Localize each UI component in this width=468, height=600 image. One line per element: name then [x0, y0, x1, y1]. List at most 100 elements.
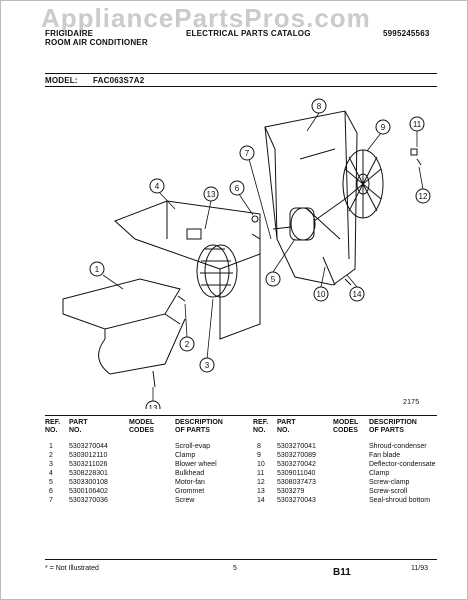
part-description: Seal-shroud bottom — [369, 497, 431, 504]
table-row: 6 5300106402 Grommet — [45, 488, 245, 497]
watermark: AppliancePartsPros.com — [41, 3, 371, 33]
ref-no: 10 — [257, 461, 265, 468]
callout-14: 14 — [349, 286, 365, 302]
part-description: Motor-fan — [175, 479, 205, 486]
svg-text:7: 7 — [245, 149, 250, 158]
blower-wheel-drawing — [196, 244, 238, 298]
page-number: 5 — [233, 565, 237, 572]
screw-clamp-drawing — [416, 158, 422, 166]
part-no: 5303270043 — [277, 497, 316, 504]
exploded-parts-diagram: 1 2 3 4 5 6 7 8 9 11 12 13 13 10 14 — [62, 98, 431, 409]
svg-text:4: 4 — [155, 182, 160, 191]
ref-no: 6 — [49, 488, 53, 495]
part-no: 5308037473 — [277, 479, 316, 486]
doc-number: 5995245563 — [383, 29, 430, 38]
table-row: 4 5308228301 Bulkhead — [45, 470, 245, 479]
part-no: 5303300108 — [69, 479, 108, 486]
svg-text:1: 1 — [95, 265, 100, 274]
part-no: 5308228301 — [69, 470, 108, 477]
callout-5: 5 — [265, 271, 281, 287]
revision-date: 11/93 — [411, 565, 428, 572]
svg-text:5: 5 — [271, 275, 276, 284]
svg-text:9: 9 — [381, 123, 386, 132]
ref-no: 14 — [257, 497, 265, 504]
callout-12: 12 — [415, 188, 431, 204]
screw-drawing — [251, 233, 261, 240]
part-no: 5303270044 — [69, 443, 108, 450]
brand-name: FRIGIDAIRE — [45, 29, 94, 38]
clamp-drawing — [410, 148, 418, 156]
part-description: Fan blade — [369, 452, 401, 459]
scroll-evap-drawing — [62, 278, 186, 375]
table-row: 13 5303279 Screw-scroll — [253, 488, 453, 497]
part-no: 5303270042 — [277, 461, 316, 468]
header-rule-bottom — [45, 86, 437, 87]
part-description: Scroll-evap — [175, 443, 211, 450]
table-row: 7 5303270036 Screw — [45, 497, 245, 506]
ref-no: 5 — [49, 479, 53, 486]
grommet-drawing — [251, 215, 259, 223]
footer-rule — [45, 559, 437, 560]
ref-no: 2 — [49, 452, 53, 459]
ref-no: 1 — [49, 443, 53, 450]
part-no: 5309011040 — [277, 470, 316, 477]
svg-text:13: 13 — [149, 404, 158, 409]
callout-8: 8 — [311, 98, 327, 114]
product-name: ROOM AIR CONDITIONER — [45, 38, 148, 47]
part-description: Deflector-condensate — [369, 461, 436, 468]
not-illustrated-note: * = Not Illustrated — [45, 565, 99, 572]
part-description: Screw-scroll — [369, 488, 408, 495]
header-rule-top — [45, 73, 437, 74]
fan-blade-drawing — [342, 149, 384, 219]
ref-no: 8 — [257, 443, 261, 450]
model-label: MODEL: — [45, 76, 78, 85]
callout-6: 6 — [229, 180, 245, 196]
ref-no: 4 — [49, 470, 53, 477]
part-description: Screw-clamp — [369, 479, 410, 486]
ref-no: 12 — [257, 479, 265, 486]
part-description: Clamp — [369, 470, 390, 477]
table-row: 1 5303270044 Scroll-evap — [45, 443, 245, 452]
svg-text:8: 8 — [317, 102, 322, 111]
svg-text:10: 10 — [317, 290, 326, 299]
part-description: Shroud-condenser — [369, 443, 427, 450]
svg-text:13: 13 — [207, 190, 216, 199]
callout-4: 4 — [149, 178, 165, 194]
model-value: FAC063S7A2 — [93, 76, 145, 85]
svg-text:2: 2 — [185, 340, 190, 349]
part-description: Bulkhead — [175, 470, 205, 477]
part-description: Grommet — [175, 488, 205, 495]
ref-no: 3 — [49, 461, 53, 468]
part-description: Blower wheel — [175, 461, 217, 468]
shroud-condenser-drawing — [264, 110, 358, 286]
callout-7: 7 — [239, 145, 255, 161]
catalog-title: ELECTRICAL PARTS CATALOG — [186, 29, 311, 38]
callout-3: 3 — [199, 357, 215, 373]
part-no: 5303012110 — [69, 452, 108, 459]
part-no: 5303270041 — [277, 443, 316, 450]
svg-text:11: 11 — [413, 120, 422, 129]
callout-11: 11 — [409, 116, 425, 132]
section-code: B11 — [333, 567, 351, 578]
table-row: 14 5303270043 Seal-shroud bottom — [253, 497, 453, 506]
part-description: Screw — [175, 497, 195, 504]
clamp-2-drawing — [177, 295, 186, 302]
ref-no: 11 — [257, 470, 265, 477]
ref-no: 7 — [49, 497, 53, 504]
part-no: 5300106402 — [69, 488, 108, 495]
svg-text:6: 6 — [235, 184, 240, 193]
ref-no: 13 — [257, 488, 265, 495]
part-no: 5303270036 — [69, 497, 108, 504]
table-rule-top — [45, 415, 437, 416]
part-no: 5303279 — [277, 488, 305, 495]
callout-2: 2 — [179, 336, 195, 352]
figure-number: 2175 — [403, 399, 420, 406]
part-no: 5303211026 — [69, 461, 108, 468]
table-row: 3 5303211026 Blower wheel — [45, 461, 245, 470]
bulkhead-drawing — [114, 200, 261, 340]
callout-13-lower: 13 — [145, 400, 161, 409]
